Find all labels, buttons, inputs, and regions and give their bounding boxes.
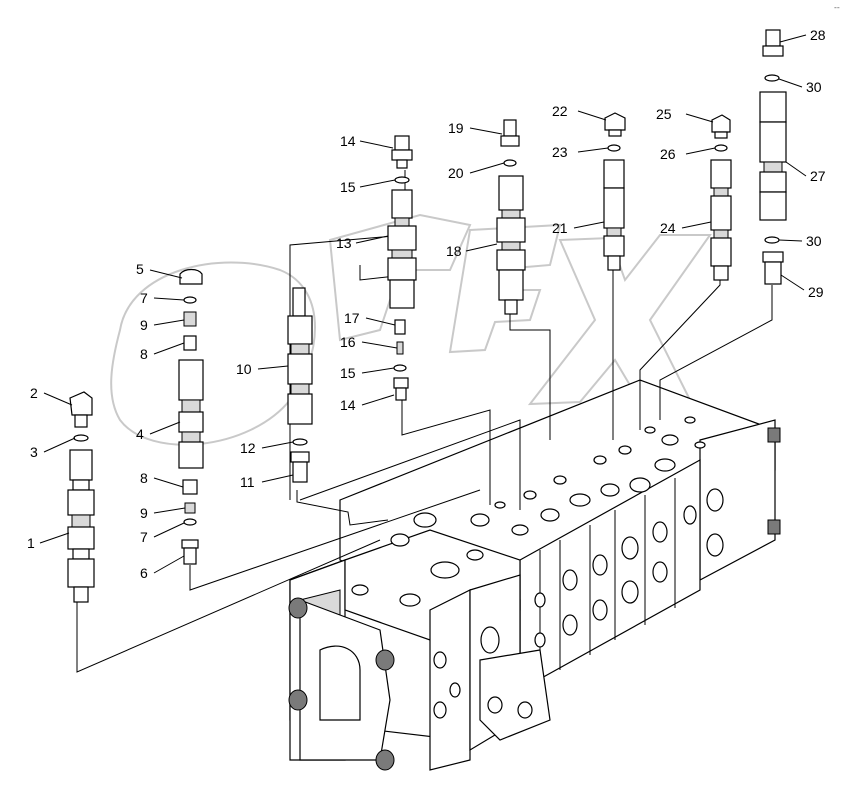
callout-26: 26: [660, 146, 676, 162]
spool-24-assembly: [710, 114, 732, 281]
callout-16: 16: [340, 334, 356, 350]
callout-14-top: 14: [340, 133, 356, 149]
callout-25: 25: [656, 106, 672, 122]
callout-14-bottom: 14: [340, 397, 356, 413]
callout-15-bottom: 15: [340, 365, 356, 381]
spool-1-assembly: [67, 391, 95, 603]
callout-17: 17: [344, 310, 360, 326]
callout-7-bottom: 7: [140, 529, 148, 545]
callout-6: 6: [140, 565, 148, 581]
callout-21: 21: [552, 220, 568, 236]
callout-3: 3: [30, 444, 38, 460]
callout-9-bottom: 9: [140, 505, 148, 521]
callout-10: 10: [236, 361, 252, 377]
callout-9-top: 9: [140, 317, 148, 333]
callout-5: 5: [136, 261, 144, 277]
callout-27: 27: [810, 168, 826, 184]
callout-4: 4: [136, 426, 144, 442]
valve-block: [288, 379, 781, 771]
callout-8-bottom: 8: [140, 470, 148, 486]
callout-1: 1: [27, 535, 35, 551]
spool-4-assembly: [178, 268, 204, 565]
spool-27-assembly: [759, 29, 787, 285]
callout-11: 11: [240, 474, 255, 490]
spool-10-assembly: [287, 287, 313, 483]
spool-18-assembly: [496, 119, 526, 315]
callout-13: 13: [336, 235, 352, 251]
spool-13-assembly: [387, 135, 417, 401]
callout-28: 28: [810, 27, 826, 43]
callout-18: 18: [446, 243, 462, 259]
callout-7-top: 7: [140, 290, 148, 306]
callout-12: 12: [240, 440, 256, 456]
spool-21-assembly: [603, 112, 626, 271]
callout-30-top: 30: [806, 79, 822, 95]
callout-20: 20: [448, 165, 464, 181]
callout-2: 2: [30, 385, 38, 401]
callout-leaders: [39, 34, 807, 574]
callout-24: 24: [660, 220, 676, 236]
callout-29: 29: [808, 284, 824, 300]
callout-8-top: 8: [140, 346, 148, 362]
callout-22: 22: [552, 103, 568, 119]
callout-15-top: 15: [340, 179, 356, 195]
callout-labels: 2 3 1 5 7 9 8 4 8 9 7 6 10 12 11 13 14 1…: [27, 27, 826, 581]
callout-19: 19: [448, 120, 464, 136]
corner-mark: --: [834, 3, 840, 12]
callout-30-bottom: 30: [806, 233, 822, 249]
callout-23: 23: [552, 144, 568, 160]
